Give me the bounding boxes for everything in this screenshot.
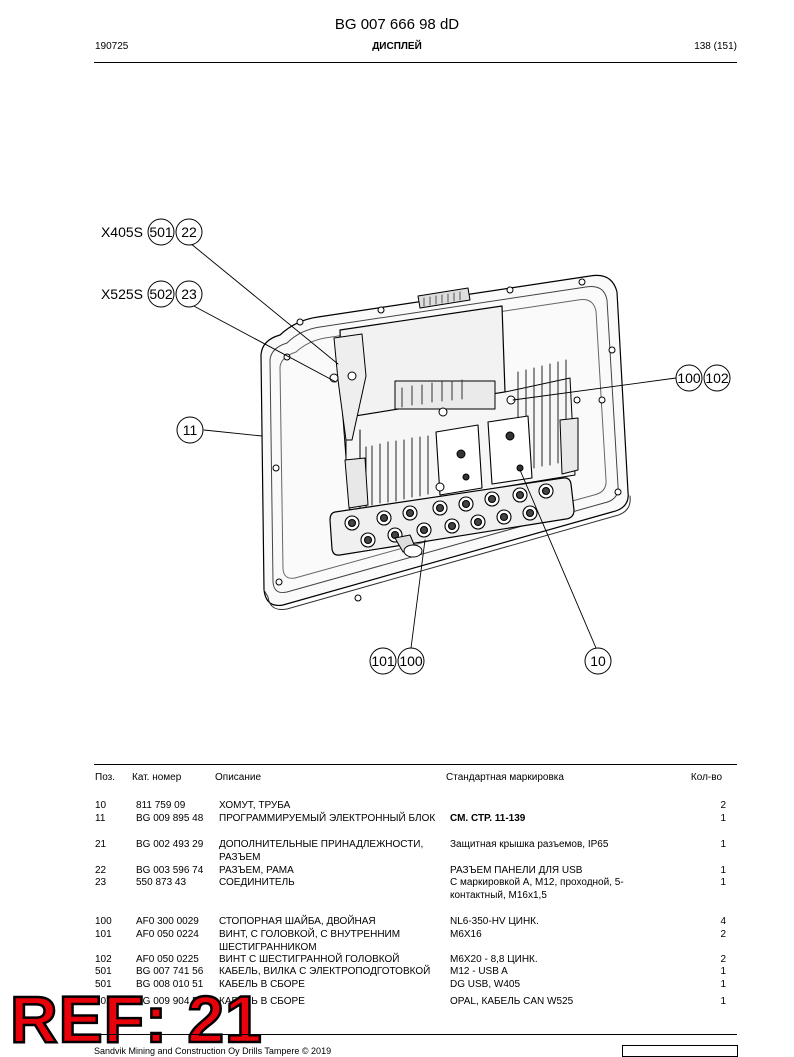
row-part: BG 003 596 74 [136,865,204,876]
row-pos: 102 [95,954,112,965]
row-desc: РАЗЪЕМ, РАМА [219,865,294,876]
header-page-number: 138 (151) [694,41,737,52]
row-std: NL6-350-HV ЦИНК. [450,916,539,927]
row-desc: ВИНТ С ШЕСТИГРАННОЙ ГОЛОВКОЙ [219,954,400,965]
row-qty: 2 [720,800,726,811]
row-part: BG 009 895 48 [136,813,204,824]
row-qty: 1 [720,839,726,850]
row-part: AF0 050 0225 [136,954,199,965]
row-std: OPAL, КАБЕЛЬ CAN W525 [450,996,574,1007]
row-pos: 22 [95,865,107,876]
connector-pin [347,518,357,528]
callout-502: 502 [149,286,173,302]
row-part: BG 007 741 56 [136,966,204,977]
connector-pin [435,503,445,513]
row-qty: 1 [720,996,726,1007]
row-std: M6X16 [450,929,482,940]
table-top-rule [94,764,737,765]
callout-x525s: X525S [101,286,143,302]
col-header-qty: Кол-во [690,772,722,783]
row-desc: ДОПОЛНИТЕЛЬНЫЕ ПРИНАДЛЕЖНОСТИ, РАЗЪЕМ [219,839,424,863]
row-pos: 21 [95,839,107,850]
row-qty: 1 [720,813,726,824]
col-header-pos: Поз. [95,772,115,783]
row-part: AF0 050 0224 [136,929,199,940]
footer-copyright: Sandvik Mining and Construction Oy Drill… [94,1046,332,1056]
row-desc: ПРОГРАММИРУЕМЫЙ ЭЛЕКТРОННЫЙ БЛОК [219,813,436,824]
document-title: BG 007 666 98 dD [334,16,460,33]
row-qty: 1 [720,877,726,888]
row-desc: КАБЕЛЬ, ВИЛКА С ЭЛЕКТРОПОДГОТОВКОЙ [219,966,431,977]
callout-501: 501 [149,224,173,240]
row-std: РАЗЪЕМ ПАНЕЛИ ДЛЯ USB [450,865,583,876]
row-qty: 4 [720,916,726,927]
row-desc: СОЕДИНИТЕЛЬ [219,877,295,888]
callout-23: 23 [181,286,197,302]
callout-22: 22 [181,224,197,240]
row-pos: 101 [95,929,112,940]
row-desc: КАБЕЛЬ В СБОРЕ [219,996,305,1007]
callout-100: 100 [677,370,701,386]
col-header-part: Кат. номер [132,772,182,783]
row-std: DG USB, W405 [450,979,521,990]
row-qty: 1 [720,979,726,990]
row-desc: ХОМУТ, ТРУБА [219,800,291,811]
connector-pin [363,535,373,545]
row-pos: 501 [95,966,112,977]
row-pos: 10 [95,800,107,811]
connector-pin [461,499,471,509]
connector-pin [419,525,429,535]
row-pos: 502 [95,996,112,1007]
connector-pin [405,508,415,518]
row-pos: 11 [95,813,106,824]
row-std: M6X20 - 8,8 ЦИНК. [450,954,538,965]
connector-pin [499,512,509,522]
row-std: Защитная крышка разъемов, IP65 [450,839,609,850]
row-pos: 100 [95,916,112,927]
row-qty: 1 [720,865,726,876]
row-std: СМ. СТР. 11-139 [450,813,526,824]
row-pos: 23 [95,877,107,888]
row-qty: 2 [720,929,726,940]
callout-102: 102 [705,370,729,386]
exploded-view-drawing: X405S 501 22 X525S 502 23 11 100 102 101… [101,218,731,675]
connector-pin [379,513,389,523]
connector-pin [515,490,525,500]
callout-101: 101 [371,653,395,669]
row-desc: КАБЕЛЬ В СБОРЕ [219,979,305,990]
callout-10: 10 [590,653,606,669]
callout-11: 11 [183,422,198,438]
header-section: ДИСПЛЕЙ [372,41,422,52]
row-part: BG 008 010 51 [136,979,204,990]
connector-pin [541,486,551,496]
company-logo [622,1045,738,1057]
row-part: 811 759 09 [136,800,186,811]
row-pos: 501 [95,979,112,990]
connector-pin [487,494,497,504]
connector-pin [473,517,483,527]
callout-100-lower: 100 [399,653,423,669]
header-rule [94,62,737,63]
row-desc: ВИНТ, С ГОЛОВКОЙ, С ВНУТРЕННИМ ШЕСТИГРАН… [219,929,401,953]
col-header-desc: Описание [215,772,262,783]
ref-stamp: REF: 21 [9,982,263,1056]
connector-pin [525,508,535,518]
row-desc: СТОПОРНАЯ ШАЙБА, ДВОЙНАЯ [219,916,376,927]
header-date: 190725 [95,41,129,52]
row-qty: 2 [720,954,726,965]
row-std: С маркировкой А, М12, проходной, 5-конта… [450,877,624,901]
row-part: 550 873 43 [136,877,187,888]
row-part: AF0 300 0029 [136,916,199,927]
row-qty: 1 [720,966,726,977]
footer-rule [94,1034,737,1035]
row-part: BG 009 904 56 [136,996,204,1007]
connector-pin [447,521,457,531]
row-part: BG 002 493 29 [136,839,204,850]
callout-x405s: X405S [101,224,143,240]
col-header-std: Стандартная маркировка [446,772,564,783]
row-std: M12 - USB A [450,966,508,977]
